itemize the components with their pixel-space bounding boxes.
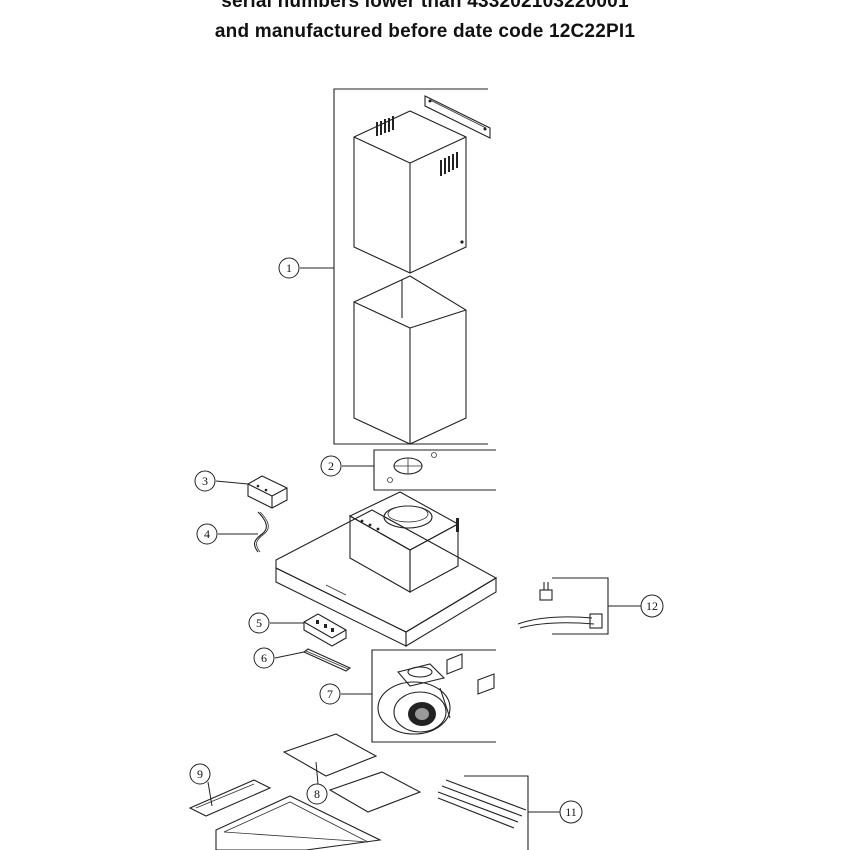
callout-4: 4 xyxy=(196,523,218,545)
callout-4-label: 4 xyxy=(204,527,210,541)
callout-11: 11 xyxy=(559,800,583,824)
callout-5: 5 xyxy=(248,612,270,634)
callout-5-label: 5 xyxy=(256,616,262,630)
callout-1: 1 xyxy=(278,257,300,279)
callout-2-label: 2 xyxy=(328,459,334,473)
part-6-light-strip xyxy=(302,648,352,672)
callout-1-label: 1 xyxy=(286,261,292,275)
header-line-2: and manufactured before date code 12C22P… xyxy=(214,21,636,42)
callout-12-label: 12 xyxy=(646,599,658,613)
callout-12: 12 xyxy=(640,594,664,618)
callout-8: 8 xyxy=(306,783,328,805)
callout-6: 6 xyxy=(253,647,275,669)
part-4-power-cord xyxy=(253,511,269,553)
callout-11-label: 11 xyxy=(565,805,577,819)
part-12-wiring-harness xyxy=(517,577,609,635)
wall-bracket xyxy=(424,95,491,139)
callout-7: 7 xyxy=(319,683,341,705)
callout-2: 2 xyxy=(320,455,342,477)
hood-body xyxy=(275,491,498,647)
callout-6-label: 6 xyxy=(261,651,267,665)
part-7-blower-motor xyxy=(371,649,496,743)
part-9-filter-frame xyxy=(188,779,382,850)
blower-housing xyxy=(348,491,460,593)
part-5-control-board xyxy=(303,613,347,647)
callout-3-label: 3 xyxy=(202,474,208,488)
upper-chimney-cover xyxy=(353,110,467,274)
vent-slots-left xyxy=(376,116,394,136)
part-1-chimney-cover xyxy=(333,88,491,445)
leader-lines xyxy=(207,267,641,813)
callout-8-label: 8 xyxy=(314,787,320,801)
part-2-mounting-plate xyxy=(373,449,496,491)
part-8-charcoal-filters xyxy=(282,733,422,813)
callout-7-label: 7 xyxy=(327,687,333,701)
callout-3: 3 xyxy=(194,470,216,492)
part-3-junction-box xyxy=(247,475,288,509)
header-line-1: serial numbers lower than 43320210322000… xyxy=(221,0,629,12)
vent-slots-right xyxy=(440,152,458,176)
callout-9: 9 xyxy=(189,763,211,785)
callout-9-label: 9 xyxy=(197,767,203,781)
part-11-support-rods xyxy=(437,775,529,850)
lower-chimney-cover xyxy=(353,275,467,445)
